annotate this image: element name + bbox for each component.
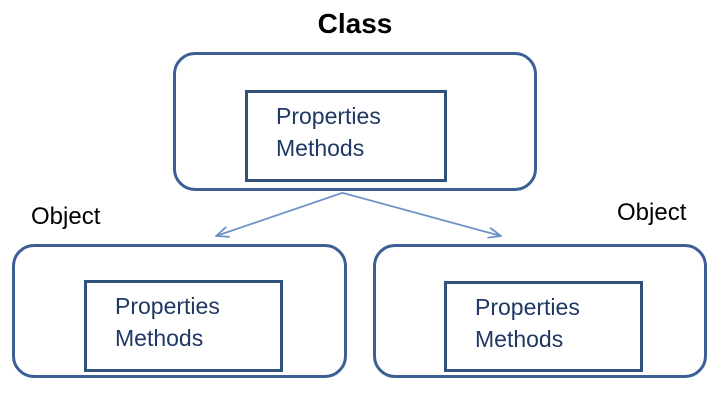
class-methods-label: Methods (276, 135, 365, 161)
object-left-methods-label: Methods (115, 325, 204, 351)
class-members-box: Properties Methods (245, 90, 447, 182)
class-box: Properties Methods (173, 52, 537, 191)
object-left-properties-label: Properties (115, 293, 220, 319)
object-right-properties-label: Properties (475, 294, 580, 320)
arrow-to-left-object (215, 192, 343, 238)
object-left-members-box: Properties Methods (84, 280, 283, 372)
object-label-right: Object (617, 199, 687, 226)
object-label-left: Object (31, 203, 101, 230)
class-title: Class (317, 8, 393, 39)
class-properties-label: Properties (276, 103, 381, 129)
object-box-right: Properties Methods (373, 244, 707, 378)
object-right-methods-label: Methods (475, 326, 564, 352)
arrow-to-right-object (342, 192, 502, 239)
object-box-left: Properties Methods (12, 244, 347, 378)
object-right-members-box: Properties Methods (444, 281, 643, 372)
